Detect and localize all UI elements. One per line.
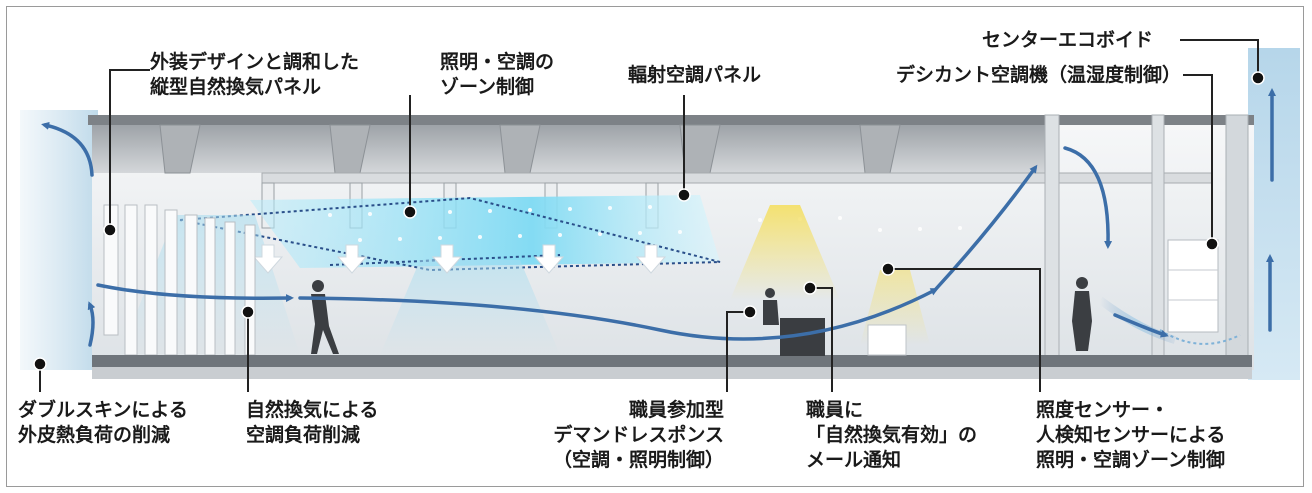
double-skin-label: ダブルスキンによる 外皮熱負荷の削減 [18, 399, 188, 446]
desiccant-unit [1167, 239, 1219, 333]
ceiling-slab [88, 115, 1254, 125]
sensor-control-label: 照度センサー・ 人検知センサーによる 照明・空調ゾーン制御 [1036, 399, 1226, 471]
mail-notice-label: 職員に 「自然換気有効」の メール通知 [806, 399, 978, 471]
desiccant-label: デシカント空調機（温湿度制御） [896, 64, 1182, 86]
supply-air-arrows [252, 244, 667, 274]
column [1225, 114, 1249, 371]
ceiling-duct [261, 172, 1213, 184]
light-cone [730, 205, 840, 300]
column [1044, 114, 1060, 371]
person-silhouette [311, 277, 1092, 354]
ceiling-beams [159, 124, 901, 174]
leader-lines [39, 39, 1259, 392]
zone-control-outline [179, 196, 721, 272]
eco-void-label: センターエコボイド [982, 29, 1154, 51]
radiant-panel-glow [250, 195, 720, 268]
floor-slab [92, 355, 1252, 367]
demand-response-label: 職員参加型 デマンドレスポンス （空調・照明制御） [552, 399, 724, 471]
radiant-panel-label: 輻射空調パネル [628, 64, 762, 86]
natural-vent-label: 自然換気による 空調負荷削減 [246, 399, 379, 446]
leader-dots [33, 71, 1265, 371]
vertical-panel-label: 外装デザインと調和した 縦型自然換気パネル [150, 51, 360, 98]
diagram-frame [6, 6, 1304, 487]
airflow-arrows [41, 88, 1276, 347]
eco-void-shaft [1248, 48, 1300, 380]
ceiling-structure [92, 125, 1052, 173]
zone-control-label: 照明・空調の ゾーン制御 [440, 51, 555, 98]
radiant-panel-dots [328, 205, 962, 242]
